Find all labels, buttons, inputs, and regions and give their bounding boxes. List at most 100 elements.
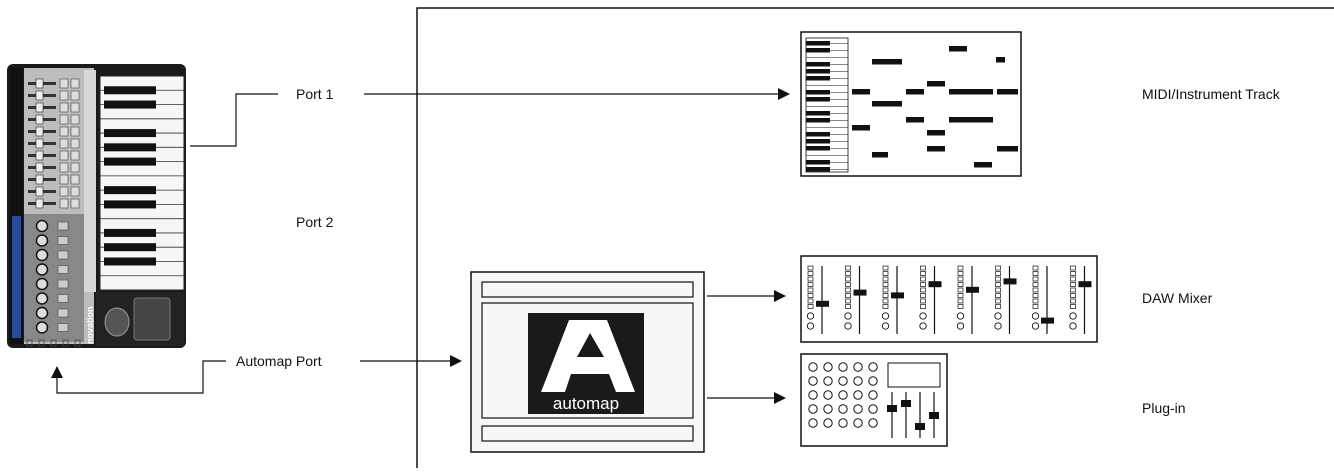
meter-segment — [995, 293, 1001, 298]
meter-segment — [882, 276, 889, 282]
plugin-knob — [808, 376, 818, 386]
meter-segment — [995, 265, 1001, 271]
button — [57, 236, 69, 245]
meter-segment — [845, 265, 851, 271]
knob — [956, 322, 965, 330]
fader-cap — [891, 292, 904, 299]
black-key — [104, 143, 156, 152]
meter-segment — [845, 282, 851, 287]
button — [59, 162, 69, 173]
knob — [35, 219, 49, 233]
button — [70, 138, 80, 149]
black-key — [104, 129, 156, 138]
meter-segment — [920, 276, 926, 282]
mixer-channel — [1031, 265, 1054, 334]
meter-segment — [957, 265, 964, 271]
automap-port-label: Automap Port — [236, 353, 322, 369]
midi-note — [872, 59, 902, 65]
button — [57, 265, 69, 274]
fader-cap — [1078, 281, 1092, 288]
mixer-channel — [806, 265, 829, 334]
meter-segment — [1070, 271, 1076, 276]
meter-segment — [1032, 304, 1039, 309]
port1-label: Port 1 — [296, 86, 334, 102]
mixer-channel — [994, 265, 1017, 334]
button — [59, 90, 69, 101]
midi-note — [927, 130, 945, 136]
meter-segment — [920, 304, 926, 309]
knob — [881, 322, 890, 330]
roll-black-key — [806, 139, 830, 144]
knob — [919, 322, 927, 330]
meter-segment — [920, 271, 926, 276]
slider-cap — [35, 102, 44, 113]
plugin-knob — [853, 390, 863, 400]
midi-note — [974, 162, 992, 168]
plugin-fader-cap — [929, 412, 939, 419]
meter-segment — [882, 293, 889, 298]
knob — [881, 312, 890, 320]
plugin-fader-cap — [915, 423, 925, 430]
plugin-icon — [800, 353, 948, 447]
meter-segment — [1070, 298, 1076, 304]
slider-cap — [35, 126, 44, 137]
knob — [35, 248, 49, 262]
meter-segment — [920, 287, 926, 293]
knob — [1031, 312, 1040, 320]
button — [70, 102, 80, 113]
knob — [919, 312, 927, 320]
plugin-knob — [823, 362, 833, 372]
black-key — [104, 186, 156, 195]
midi-note — [906, 117, 924, 123]
plugin-knob — [808, 362, 818, 372]
roll-black-key — [806, 118, 830, 123]
meter-segment — [1032, 271, 1039, 276]
white-keys — [99, 75, 185, 291]
button — [59, 174, 69, 185]
meter-segment — [920, 298, 926, 304]
mixer-channel — [919, 265, 942, 334]
roll-black-key — [806, 146, 830, 151]
roll-black-key — [806, 111, 830, 116]
button — [59, 198, 69, 209]
knob — [844, 312, 852, 320]
meter-segment — [1032, 276, 1039, 282]
meter-segment — [1070, 293, 1076, 298]
meter-segment — [995, 271, 1001, 276]
roll-black-key — [806, 132, 830, 137]
button — [59, 102, 69, 113]
mixer-channel — [844, 265, 867, 334]
slider-cap — [35, 186, 44, 197]
plugin-display — [887, 362, 941, 388]
plugin-fader-cap — [887, 405, 897, 412]
meter-segment — [995, 276, 1001, 282]
meter-segment — [995, 287, 1001, 293]
midi-note — [996, 57, 1005, 63]
meter-segment — [807, 282, 814, 287]
button — [70, 186, 80, 197]
button — [57, 294, 69, 303]
roll-black-key — [806, 48, 830, 53]
meter-segment — [1032, 282, 1039, 287]
meter-segment — [920, 265, 926, 271]
midi-track-label: MIDI/Instrument Track — [1142, 86, 1280, 102]
fader-cap — [928, 281, 942, 288]
black-key — [104, 243, 156, 252]
midi-note — [872, 152, 888, 158]
black-key — [104, 157, 156, 166]
knob — [994, 312, 1002, 320]
meter-segment — [957, 304, 964, 309]
knob — [994, 322, 1002, 330]
meter-segment — [995, 304, 1001, 309]
automap-output-arrows — [707, 290, 786, 404]
midi-note — [852, 125, 870, 131]
meter-segment — [1032, 287, 1039, 293]
roll-black-key — [806, 62, 830, 67]
button — [59, 78, 69, 89]
button — [59, 126, 69, 137]
plugin-knob — [808, 390, 818, 400]
plugin-knob — [853, 418, 863, 428]
black-key — [104, 200, 156, 209]
